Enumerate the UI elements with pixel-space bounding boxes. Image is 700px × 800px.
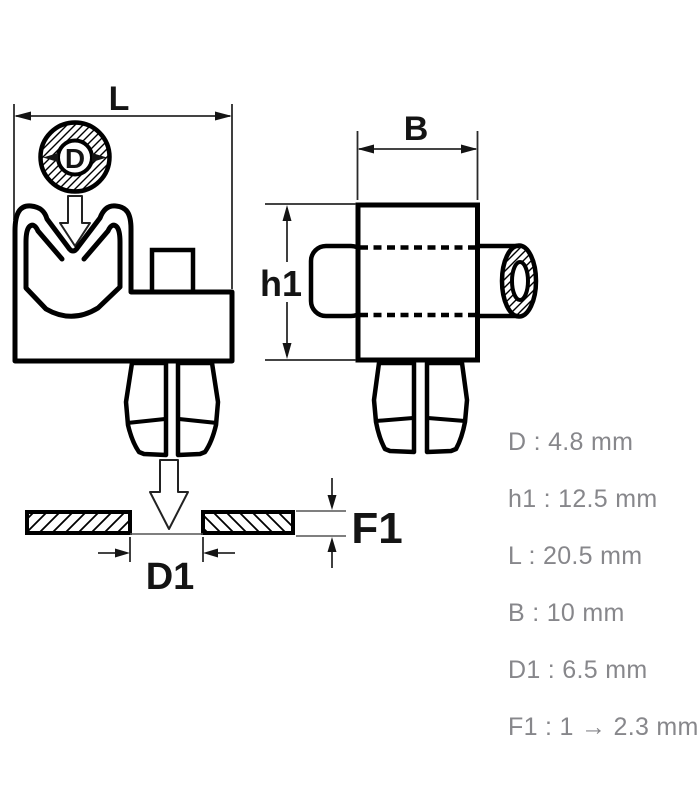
spec-item-D1: D1 : 6.5 mm bbox=[508, 656, 648, 684]
panel-right-section bbox=[201, 510, 295, 535]
side-leg-right bbox=[424, 360, 470, 455]
dim-h1-arrow-up-icon bbox=[282, 205, 292, 221]
side-body-block bbox=[355, 202, 480, 363]
spec-item-h1: h1 : 12.5 mm bbox=[508, 485, 658, 513]
dim-D1-arrow-right-icon bbox=[203, 548, 218, 558]
dimension-F1: F1 bbox=[296, 478, 403, 568]
dimension-h1: h1 bbox=[256, 203, 356, 361]
insertion-arrow-bottom-icon bbox=[149, 459, 189, 530]
side-leg-left bbox=[371, 360, 417, 455]
front-snap-legs bbox=[123, 360, 221, 458]
dim-F1-label: F1 bbox=[351, 504, 402, 553]
dim-L-arrow-left-icon bbox=[14, 111, 31, 121]
dim-h1-arrow-down-icon bbox=[282, 343, 292, 359]
dim-B-arrow-right-icon bbox=[461, 144, 478, 154]
side-view: B bbox=[256, 110, 539, 455]
dim-D-arrow-right-icon bbox=[92, 153, 107, 162]
dim-L-label: L bbox=[109, 80, 130, 118]
clamp-cavity-contour bbox=[23, 222, 123, 319]
dim-L-arrow-right-icon bbox=[215, 111, 232, 121]
clamp-body-outline bbox=[12, 203, 235, 364]
dim-D1-label: D1 bbox=[146, 556, 195, 598]
dim-D1-arrow-left-icon bbox=[115, 548, 130, 558]
panel-section-view: D1 F1 bbox=[25, 478, 403, 598]
clamp-tab bbox=[149, 247, 196, 299]
hole-top-view: D bbox=[38, 120, 112, 194]
spec-item-D: D : 4.8 mm bbox=[508, 428, 634, 456]
front-leg-right-barb-line bbox=[178, 417, 218, 425]
dim-F1-arrow-up-icon bbox=[327, 537, 337, 552]
side-right-cylinder bbox=[470, 243, 539, 319]
panel-left-section bbox=[25, 510, 132, 535]
spec-item-B: B : 10 mm bbox=[508, 599, 625, 627]
front-leg-right bbox=[175, 360, 221, 458]
dim-F1-arrow-down-icon bbox=[327, 495, 337, 510]
spec-item-F1: F1 : 1 → 2.3 mm bbox=[508, 713, 699, 741]
dim-h1-label: h1 bbox=[260, 263, 302, 304]
dimension-B: B bbox=[356, 110, 479, 200]
front-leg-left bbox=[123, 360, 169, 458]
dim-B-arrow-left-icon bbox=[357, 144, 374, 154]
dim-D-label: D bbox=[65, 143, 85, 174]
side-leg-left-barb-line bbox=[375, 416, 414, 423]
dimension-D1: D1 bbox=[98, 537, 235, 598]
spec-item-L: L : 20.5 mm bbox=[508, 542, 643, 570]
cylinder-hole bbox=[510, 260, 530, 302]
dim-h1-label-mask bbox=[256, 262, 306, 302]
front-leg-left-barb-line bbox=[126, 417, 166, 425]
dim-D-arrow-left-icon bbox=[43, 153, 58, 162]
dim-B-label: B bbox=[404, 110, 429, 148]
front-view: L D bbox=[12, 80, 235, 530]
insertion-arrow-top-icon bbox=[59, 195, 91, 247]
side-snap-legs bbox=[371, 360, 470, 455]
side-leg-right-barb-line bbox=[427, 416, 466, 423]
dimension-L: L bbox=[13, 80, 233, 289]
